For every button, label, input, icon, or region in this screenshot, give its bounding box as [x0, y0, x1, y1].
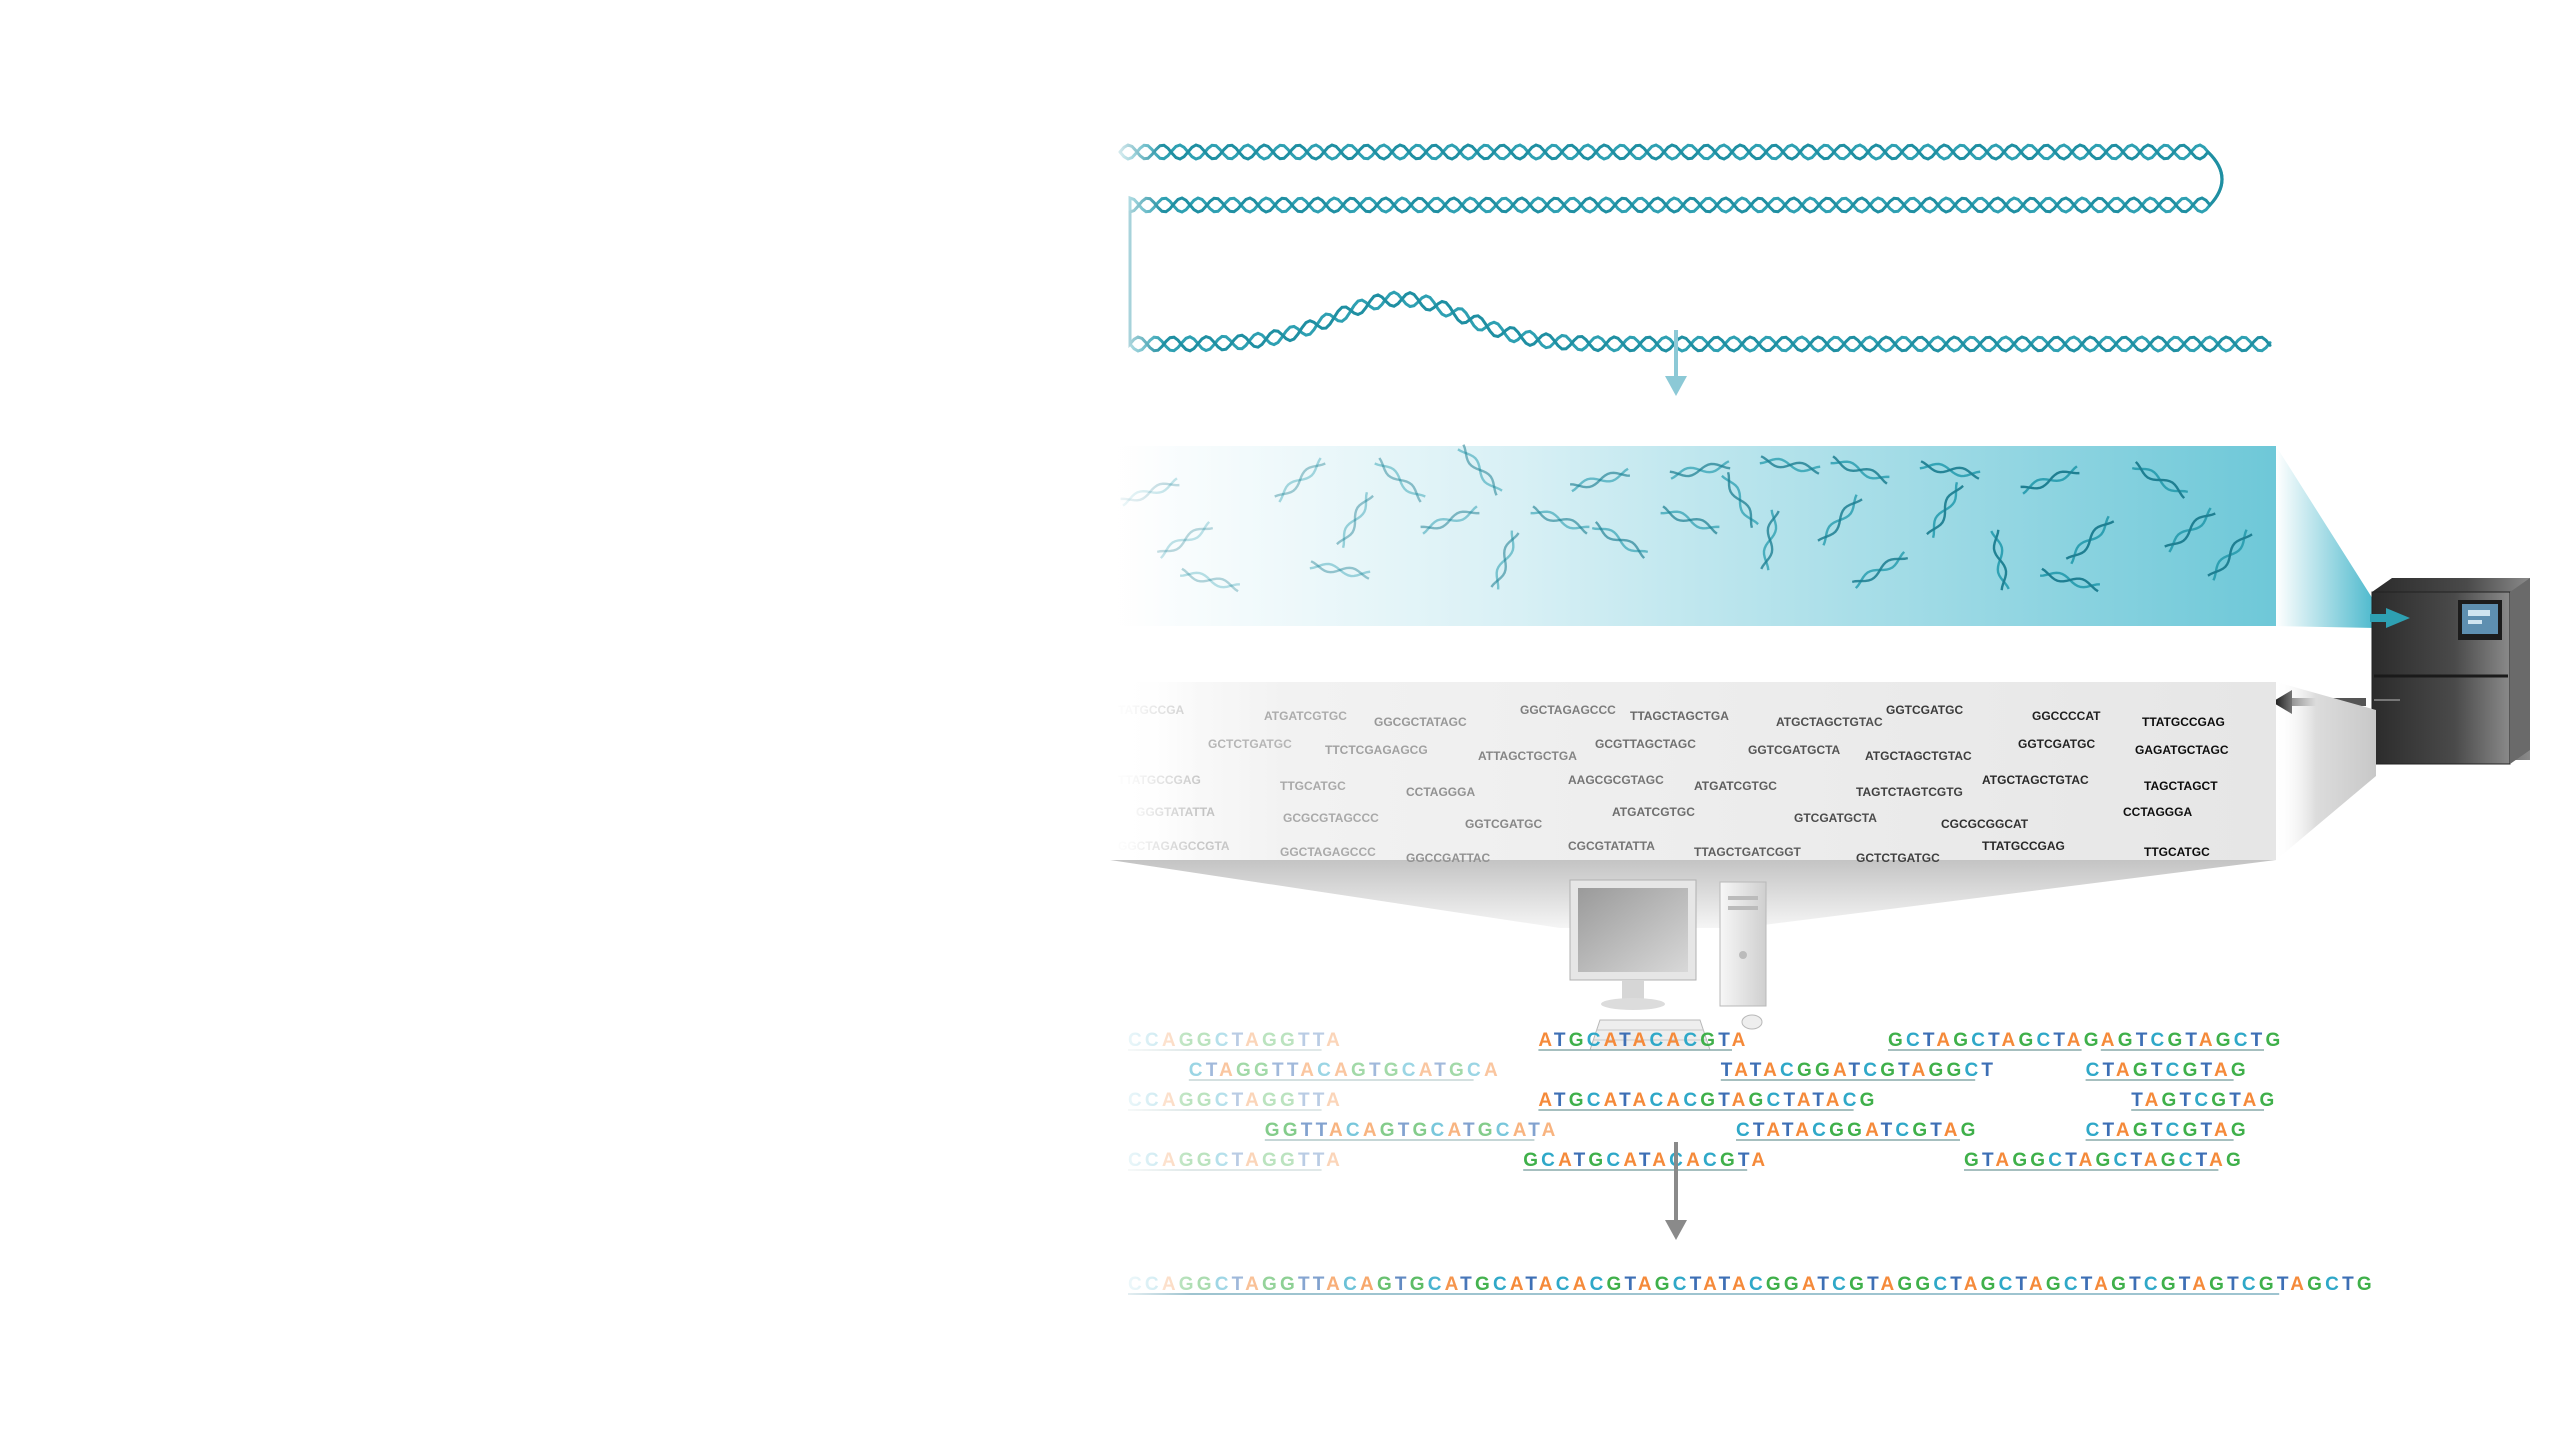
sequence-read: TTATGCCGAG — [2142, 715, 2225, 729]
sequence-read: TAGCTAGCT — [2144, 779, 2218, 793]
dna-fragment — [1378, 457, 1422, 503]
sequence-read: TTATGCCGAG — [1982, 839, 2065, 853]
sequence-read: ATGCTAGCTGTAC — [1776, 715, 1883, 729]
sequence-read: GGCCCCAT — [2032, 709, 2101, 723]
dna-fragment — [1532, 505, 1588, 535]
dna-fragment — [1570, 471, 1630, 489]
dna-fragment — [1374, 462, 1426, 498]
dna-fragment — [1851, 556, 1909, 584]
sequence-read: GGTCGATGC — [1465, 817, 1542, 831]
aligned-read: GCTAGCTAGCTAG — [1888, 1030, 2102, 1051]
aligned-read: ATGCATACACGTA — [1538, 1030, 1748, 1051]
dna-fragment — [1336, 494, 1374, 546]
sequence-read: GAGATGCTAGC — [2135, 743, 2229, 757]
aligned-read: AGTCGTAGCTG — [2101, 1030, 2284, 1051]
sequence-read: CCTAGGGA — [1406, 785, 1475, 799]
aligned-read: TAGTCGTAG — [2131, 1090, 2277, 1111]
aligned-read: TATACGGATCGTAGGCT — [1721, 1060, 1996, 1081]
aligned-read: GTAGGCTAGCTAGCTAG — [1964, 1150, 2244, 1171]
fragmentation-panel — [1110, 444, 2376, 628]
sequence-read: GGCCGATTAC — [1406, 851, 1491, 865]
aligned-read: ATGCATACACGTAGCTATACG — [1538, 1090, 1877, 1111]
sequence-read: ATGATCGTGC — [1694, 779, 1777, 793]
aligned-read: CTATACGGATCGTAG — [1736, 1120, 1979, 1141]
sequence-read: TTAGCTAGCTGA — [1630, 709, 1729, 723]
dna-fragment — [1490, 532, 1520, 588]
sequence-read: ATGCTAGCTGTAC — [1982, 773, 2089, 787]
dna-fragment — [1310, 560, 1370, 580]
genome-dna-strand — [1118, 143, 2272, 353]
dna-fragment — [1594, 521, 1646, 559]
sequence-read: TTGCATGC — [2144, 845, 2210, 859]
dna-fragment — [1462, 444, 1498, 496]
dna-fragment — [1309, 562, 1371, 578]
dna-fragment — [1926, 484, 1964, 536]
dna-fragment — [2164, 512, 2216, 548]
dna-fragment — [1760, 510, 1780, 570]
dna-fragment — [1726, 471, 1754, 529]
dna-fragment — [1420, 510, 1480, 530]
dna-fragment — [1669, 462, 1731, 478]
desktop-computer-icon — [1569, 879, 1767, 1051]
sequence-read: TTAGCTGATCGGT — [1694, 845, 1802, 859]
sequence-read: CGCGTATATTA — [1568, 839, 1655, 853]
sequence-read: CGCGCGGCAT — [1941, 817, 2029, 831]
sequence-read: GCGTTAGCTAGC — [1595, 737, 1696, 751]
sequence-read: GGTCGATGC — [1886, 703, 1963, 717]
dna-fragment — [1992, 529, 2008, 591]
down-arrow-icon — [1665, 1142, 1687, 1240]
sequence-read: GGCTAGAGCCC — [1520, 703, 1616, 717]
sequence-read: GTCGATGCTA — [1794, 811, 1877, 825]
sequence-read: TAGTCTAGTCGTG — [1856, 785, 1963, 799]
dna-fragment — [2207, 533, 2253, 577]
dna-fragment — [2041, 567, 2099, 593]
down-arrow-icon — [1665, 330, 1687, 396]
dna-fragment — [1920, 460, 1980, 480]
sequence-read: GCTCTGATGC — [1856, 851, 1940, 865]
sequence-read: CCTAGGGA — [2123, 805, 2192, 819]
sequence-read: GGTCGATGCTA — [1748, 743, 1841, 757]
dna-fragment — [1817, 498, 1863, 542]
sequence-read: GGTCGATGC — [2018, 737, 2095, 751]
dna-fragment — [1662, 505, 1718, 535]
sequence-read: AAGCGCGTAGC — [1568, 773, 1664, 787]
dna-fragment — [1832, 455, 1888, 485]
dna-fragment — [1341, 491, 1369, 549]
dna-fragment — [2065, 520, 2115, 560]
aligned-read: CTAGTCGTAG — [2086, 1060, 2249, 1081]
aligned-read: CTAGTCGTAG — [2086, 1120, 2249, 1141]
dna-fragment — [2134, 461, 2186, 499]
dna-fragment — [2020, 470, 2080, 490]
dna-fragment — [1760, 455, 1820, 475]
sequence-read: ATGCTAGCTGTAC — [1865, 749, 1972, 763]
sequence-read: ATGATCGTGC — [1612, 805, 1695, 819]
aligned-read: GCATGCATACACGTA — [1523, 1150, 1768, 1171]
sequence-read: ATTAGCTGCTGA — [1478, 749, 1577, 763]
sequence-read: GGCGCTATAGC — [1374, 715, 1467, 729]
